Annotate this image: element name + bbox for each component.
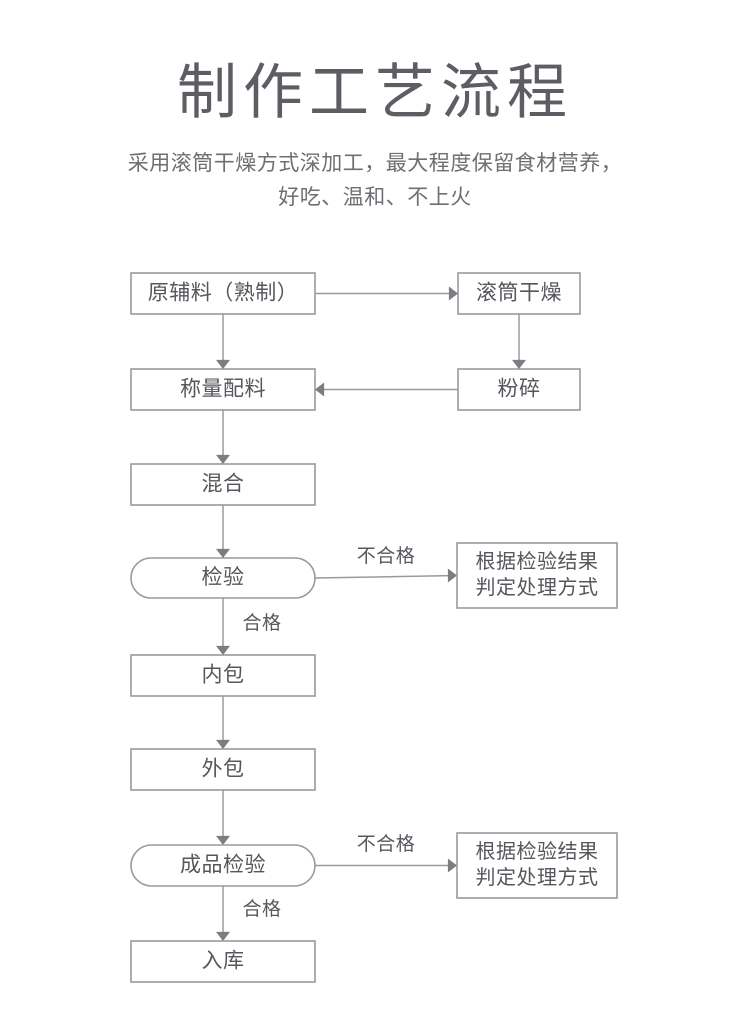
node-label-inspection: 检验 (202, 565, 245, 589)
node-label-crushing: 粉碎 (498, 377, 541, 401)
flow-node-final-inspection: 成品检验 (130, 844, 316, 887)
node-shape-stadium (130, 844, 316, 887)
flowchart-svg: 原辅料（熟制）滚筒干燥粉碎称量配料混合检验根据检验结果判定处理方式内包外包成品检… (130, 272, 618, 983)
flow-edge-outer-to-final (216, 790, 230, 845)
flow-edge-inspection-pass (216, 598, 230, 655)
flow-node-inner-packaging: 内包 (130, 654, 316, 697)
flow-edge-final-fail (315, 858, 457, 873)
flow-edge-final-pass (216, 886, 230, 941)
flow-edge-raw-to-weighing (216, 314, 230, 369)
page-header: 制作工艺流程 采用滚筒干燥方式深加工，最大程度保留食材营养， 好吃、温和、不上火 (0, 0, 750, 214)
edge-label-label-inspection-pass: 合格 (242, 612, 281, 634)
arrow-head-icon (448, 286, 458, 301)
flow-node-weighing-batching: 称量配料 (130, 368, 316, 411)
node-shape-rect (130, 463, 316, 506)
node-label-mixing: 混合 (202, 472, 245, 496)
flow-node-inspection: 检验 (130, 557, 316, 599)
subtitle-line-2: 好吃、温和、不上火 (278, 185, 472, 209)
node-shape-rect (456, 542, 618, 609)
subtitle-line-1: 采用滚筒干燥方式深加工，最大程度保留食材营养， (127, 151, 623, 175)
flow-edge-inspection-fail (314, 568, 458, 583)
arrow-head-icon (216, 548, 230, 558)
flow-edge-drum-to-crushing (512, 314, 526, 369)
node-shape-rect (130, 654, 316, 697)
node-shape-rect (130, 748, 316, 791)
page-title: 制作工艺流程 (177, 58, 573, 128)
node-label-drum-drying: 滚筒干燥 (476, 281, 562, 305)
node-shape-rect (130, 368, 316, 411)
flow-node-drum-drying: 滚筒干燥 (457, 272, 581, 315)
flow-edge-weighing-to-mixing (216, 410, 230, 464)
node-label-inspection-result: 判定处理方式 (476, 575, 599, 599)
node-shape-rect (130, 272, 316, 315)
node-label-inspection-result: 根据检验结果 (476, 549, 599, 573)
flowchart-edges (216, 286, 526, 941)
arrow-head-icon (447, 858, 457, 873)
page-subtitle: 采用滚筒干燥方式深加工，最大程度保留食材营养， 好吃、温和、不上火 (0, 130, 750, 214)
node-label-weighing-batching: 称量配料 (180, 377, 266, 401)
flow-edge-crushing-to-weighing (315, 382, 458, 397)
node-label-final-inspection: 成品检验 (180, 853, 266, 877)
flow-node-outer-packaging: 外包 (130, 748, 316, 791)
arrow-head-icon (216, 739, 230, 749)
arrow-head-icon (315, 382, 325, 397)
flowchart-nodes: 原辅料（熟制）滚筒干燥粉碎称量配料混合检验根据检验结果判定处理方式内包外包成品检… (130, 272, 618, 983)
node-label-warehousing: 入库 (202, 949, 245, 973)
edge-label-label-inspection-fail: 不合格 (357, 545, 416, 567)
node-label-final-inspection-result: 判定处理方式 (476, 865, 599, 889)
flow-node-crushing: 粉碎 (457, 368, 581, 411)
node-label-final-inspection-result: 根据检验结果 (476, 839, 599, 863)
node-shape-rect (457, 368, 581, 411)
flow-edge-raw-to-drum (315, 286, 458, 301)
node-label-outer-packaging: 外包 (202, 757, 245, 781)
flow-node-warehousing: 入库 (130, 940, 316, 983)
edge-label-label-final-fail: 不合格 (357, 833, 416, 855)
flow-edge-inner-to-outer (216, 696, 230, 749)
flow-edge-mixing-to-inspection (216, 505, 230, 558)
node-label-raw-material: 原辅料（熟制） (148, 281, 299, 305)
arrow-head-icon (216, 931, 230, 941)
flow-node-mixing: 混合 (130, 463, 316, 506)
node-shape-rect (457, 272, 581, 315)
arrow-head-icon (216, 454, 230, 464)
node-label-inner-packaging: 内包 (202, 663, 245, 687)
arrow-head-icon (216, 645, 230, 655)
node-shape-stadium (130, 557, 316, 599)
edge-label-label-final-pass: 合格 (242, 898, 281, 920)
arrow-head-icon (216, 835, 230, 845)
flowchart-canvas: 原辅料（熟制）滚筒干燥粉碎称量配料混合检验根据检验结果判定处理方式内包外包成品检… (0, 250, 750, 1025)
arrow-head-icon (447, 568, 457, 583)
node-shape-rect (456, 832, 618, 899)
node-shape-rect (130, 940, 316, 983)
arrow-head-icon (216, 359, 230, 369)
arrow-head-icon (512, 359, 526, 369)
edge-line (314, 574, 458, 579)
flow-node-raw-material: 原辅料（熟制） (130, 272, 316, 315)
